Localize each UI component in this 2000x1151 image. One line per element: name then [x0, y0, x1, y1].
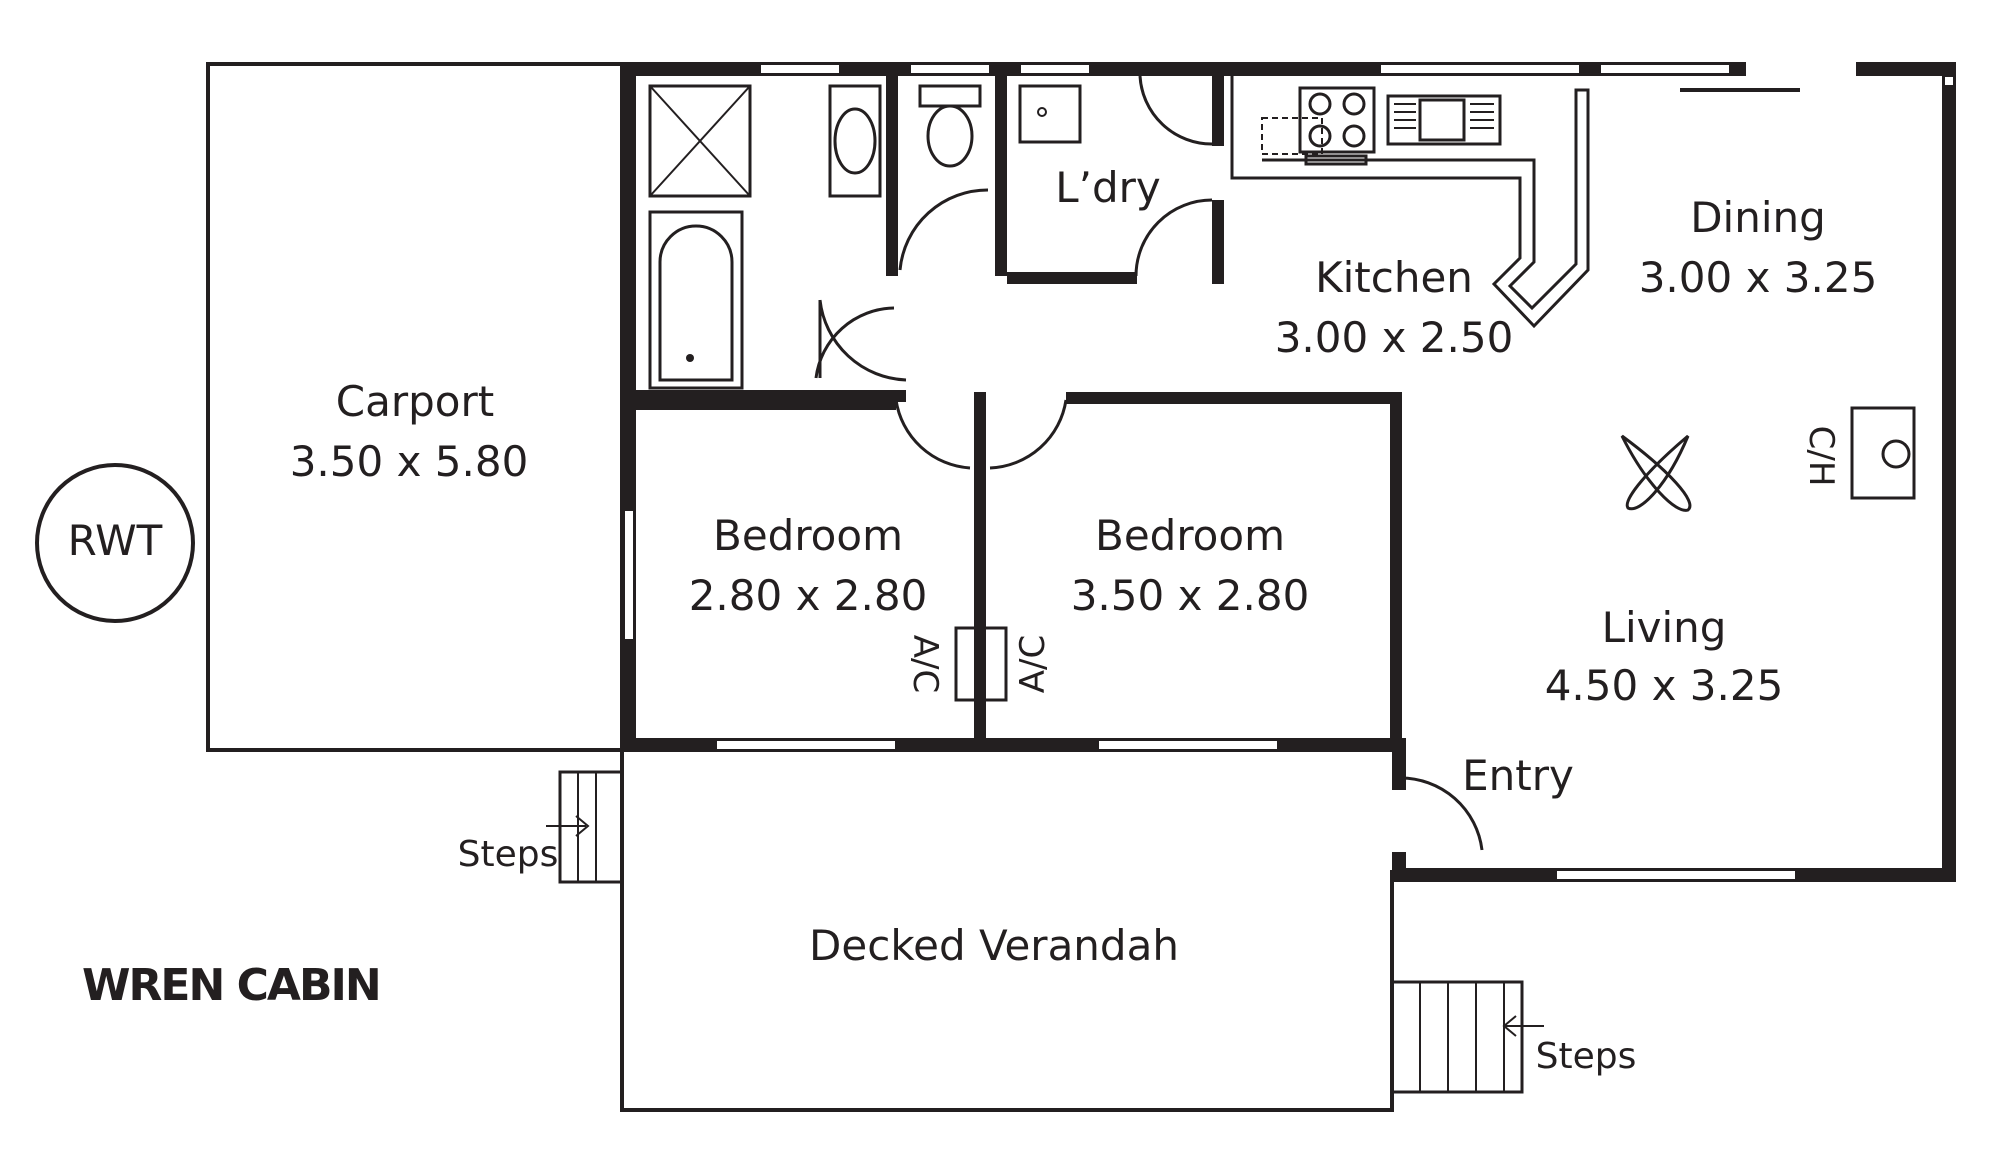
steps-right — [1390, 980, 1544, 1094]
living-size: 4.50 x 3.25 — [1545, 661, 1784, 710]
kitchen-bench — [1230, 76, 1590, 329]
ac-unit — [954, 626, 1008, 702]
verandah-label: Decked Verandah — [809, 921, 1179, 970]
rwt-label: RWT — [68, 516, 163, 565]
bedroom2-size: 3.50 x 2.80 — [1071, 571, 1310, 620]
bedroom1-label: Bedroom — [713, 511, 903, 560]
entry-label: Entry — [1462, 751, 1574, 800]
bedroom1-size: 2.80 x 2.80 — [689, 571, 928, 620]
steps-left — [546, 770, 624, 884]
dining-size: 3.00 x 3.25 — [1639, 253, 1878, 302]
kitchen-label: Kitchen — [1315, 253, 1473, 302]
carport-label: Carport — [336, 377, 494, 426]
kitchen-size: 3.00 x 2.50 — [1275, 313, 1514, 362]
heater-unit — [1850, 406, 1916, 500]
steps-left-label: Steps — [458, 834, 559, 875]
exterior-walls — [622, 62, 1956, 882]
ac-left-label: A/C — [905, 635, 945, 693]
living-label: Living — [1602, 603, 1727, 652]
laundry-label: L’dry — [1055, 163, 1161, 212]
laundry-tub — [1018, 84, 1082, 144]
bathroom-fixtures — [648, 84, 982, 390]
interior-walls — [636, 76, 1402, 750]
rainwater-tank — [35, 463, 195, 623]
plan-name: WREN CABIN — [82, 960, 380, 1011]
ceiling-fan-icon — [1620, 434, 1692, 512]
ch-label: C/H — [1801, 426, 1841, 487]
bedroom2-label: Bedroom — [1095, 511, 1285, 560]
ac-right-label: A/C — [1013, 635, 1053, 693]
carport-size: 3.50 x 5.80 — [290, 437, 529, 486]
steps-right-label: Steps — [1536, 1036, 1637, 1077]
dining-label: Dining — [1690, 193, 1826, 242]
windows — [623, 63, 1955, 881]
door-swings — [814, 75, 1484, 851]
